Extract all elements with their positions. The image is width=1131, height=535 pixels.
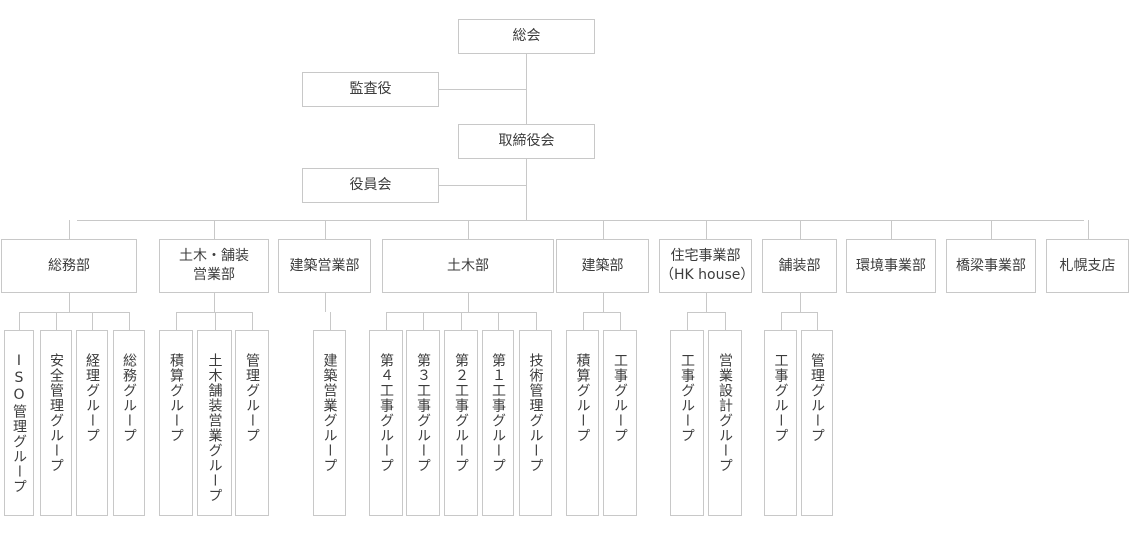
group-box: 土木舗装営業グループ: [197, 330, 232, 516]
group-label: ISO管理グループ: [11, 353, 27, 494]
group-box: 積算グループ: [566, 330, 599, 516]
group-drop-line: [386, 312, 387, 330]
group-label: 土木舗装営業グループ: [206, 353, 223, 503]
group-label: 安全管理グループ: [48, 353, 64, 473]
department-drop-line: [214, 220, 215, 239]
group-drop-line: [781, 312, 782, 330]
group-box: 技術管理グループ: [519, 330, 552, 516]
group-label: 経理グループ: [84, 353, 100, 443]
group-stem-line: [603, 293, 604, 312]
group-label: 第４工事グループ: [378, 353, 394, 473]
officers-meeting-box: 役員会: [302, 168, 439, 203]
group-box: 第４工事グループ: [369, 330, 403, 516]
group-drop-line: [56, 312, 57, 330]
group-box: 総務グループ: [113, 330, 145, 516]
group-box: 管理グループ: [235, 330, 269, 516]
department-box: 札幌支店: [1046, 239, 1129, 293]
department-drop-line: [69, 220, 70, 239]
group-stem-line: [706, 293, 707, 312]
group-drop-line: [252, 312, 253, 330]
group-label: 建築営業グループ: [321, 353, 338, 473]
group-drop-line: [725, 312, 726, 330]
group-label: 積算グループ: [168, 353, 184, 443]
general-meeting-box: 総会: [458, 19, 595, 54]
group-label: 総務グループ: [121, 353, 137, 443]
group-box: 安全管理グループ: [40, 330, 72, 516]
group-stem-line: [800, 293, 801, 312]
department-box: 舗装部: [762, 239, 837, 293]
department-drop-line: [468, 220, 469, 239]
group-box: 営業設計グループ: [708, 330, 742, 516]
group-label: 営業設計グループ: [717, 353, 733, 473]
group-drop-line: [687, 312, 688, 330]
group-box: 工事グループ: [670, 330, 704, 516]
group-stem-line: [325, 293, 326, 312]
group-box: 管理グループ: [801, 330, 833, 516]
group-drop-line: [330, 312, 331, 330]
department-drop-line: [891, 220, 892, 239]
group-bus-line: [583, 312, 621, 313]
group-stem-line: [69, 293, 70, 312]
group-label: 第１工事グループ: [490, 353, 506, 473]
group-drop-line: [461, 312, 462, 330]
group-bus-line: [176, 312, 253, 313]
officers-connector: [438, 185, 527, 186]
department-box: 住宅事業部 （HK house）: [659, 239, 754, 293]
group-bus-line: [19, 312, 130, 313]
department-bus: [77, 220, 1084, 221]
group-label: 管理グループ: [809, 353, 825, 443]
department-box: 総務部: [1, 239, 137, 293]
department-box: 建築部: [556, 239, 649, 293]
department-drop-line: [1088, 220, 1089, 239]
group-drop-line: [19, 312, 20, 330]
department-box: 土木部: [382, 239, 554, 293]
group-drop-line: [817, 312, 818, 330]
group-box: 工事グループ: [764, 330, 797, 516]
department-box: 土木・舗装 営業部: [159, 239, 269, 293]
group-label: 工事グループ: [772, 353, 789, 443]
auditor-connector: [438, 89, 527, 90]
department-drop-line: [325, 220, 326, 239]
group-box: 第１工事グループ: [482, 330, 514, 516]
group-label: 第２工事グループ: [453, 353, 469, 473]
department-box: 環境事業部: [846, 239, 936, 293]
group-label: 技術管理グループ: [527, 353, 544, 473]
group-drop-line: [536, 312, 537, 330]
group-bus-line: [781, 312, 818, 313]
auditor-box: 監査役: [302, 72, 439, 107]
group-box: 工事グループ: [603, 330, 637, 516]
department-box: 建築営業部: [278, 239, 371, 293]
department-box: 橋梁事業部: [946, 239, 1036, 293]
group-label: 積算グループ: [574, 353, 591, 443]
department-drop-line: [706, 220, 707, 239]
department-drop-line: [991, 220, 992, 239]
department-drop-line: [800, 220, 801, 239]
group-box: 建築営業グループ: [313, 330, 346, 516]
group-drop-line: [92, 312, 93, 330]
group-label: 管理グループ: [244, 353, 260, 443]
group-drop-line: [583, 312, 584, 330]
group-box: ISO管理グループ: [4, 330, 34, 516]
board-box: 取締役会: [458, 124, 595, 159]
group-drop-line: [498, 312, 499, 330]
group-drop-line: [215, 312, 216, 330]
group-stem-line: [468, 293, 469, 312]
group-box: 積算グループ: [159, 330, 193, 516]
group-box: 第３工事グループ: [406, 330, 440, 516]
department-drop-line: [603, 220, 604, 239]
group-drop-line: [176, 312, 177, 330]
group-label: 第３工事グループ: [415, 353, 431, 473]
group-label: 工事グループ: [679, 353, 695, 443]
group-label: 工事グループ: [612, 353, 628, 443]
group-drop-line: [129, 312, 130, 330]
group-stem-line: [214, 293, 215, 312]
group-drop-line: [423, 312, 424, 330]
group-drop-line: [620, 312, 621, 330]
group-box: 第２工事グループ: [444, 330, 478, 516]
group-bus-line: [687, 312, 726, 313]
group-box: 経理グループ: [76, 330, 108, 516]
